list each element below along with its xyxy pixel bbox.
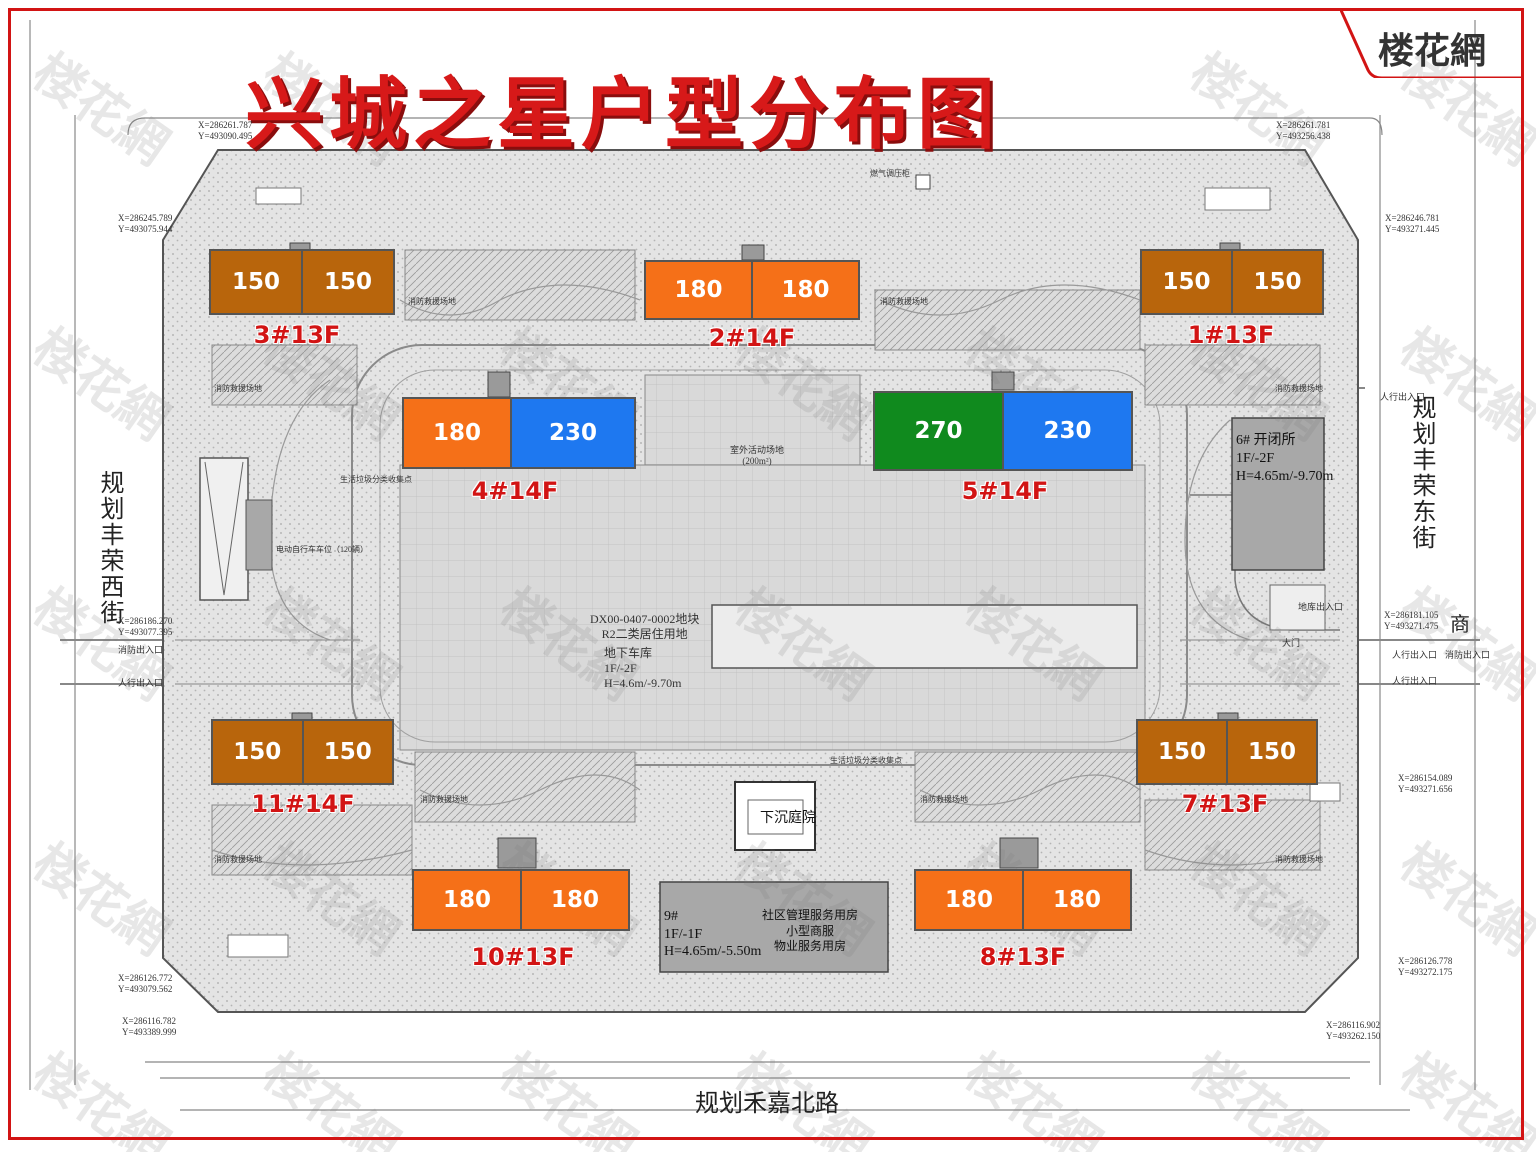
road-east-short: 商: [1450, 614, 1470, 636]
coord-e2: X=286181.105 Y=493271.475: [1384, 610, 1439, 632]
fire-entry-west: 消防出入口: [118, 645, 164, 655]
garbage-point-label: 生活垃圾分类收集点: [340, 475, 412, 484]
building-label: 4#14F: [471, 477, 559, 505]
unit-area: 180: [414, 871, 522, 929]
unit-area: 150: [213, 721, 304, 783]
coord-sw: X=286126.772 Y=493079.562: [118, 973, 173, 995]
unit-area: 150: [211, 251, 303, 313]
unit-area: 270: [875, 393, 1004, 469]
building-label: 11#14F: [251, 790, 355, 818]
fire-site-label: 消防救援场地: [1275, 855, 1323, 864]
unit-area: 180: [646, 262, 753, 318]
building-4[interactable]: 180 230: [402, 397, 636, 469]
gate-label: 大门: [1282, 638, 1301, 648]
garbage-point-label: 生活垃圾分类收集点: [830, 756, 902, 765]
outer-frame: [8, 8, 1524, 1140]
fire-site-label: 消防救援场地: [1275, 384, 1323, 393]
coord-w1: X=286245.789 Y=493075.944: [118, 213, 173, 235]
bike-parking-label: 电动自行车车位（120辆）: [276, 545, 368, 554]
building-1[interactable]: 150 150: [1140, 249, 1324, 315]
building-10[interactable]: 180 180: [412, 869, 630, 931]
building-label: 1#13F: [1187, 321, 1275, 349]
unit-area: 150: [1138, 721, 1228, 783]
ped-entry-east-2: 人行出入口: [1392, 676, 1438, 686]
building-label: 8#13F: [979, 943, 1067, 971]
fire-site-label: 消防救援场地: [880, 297, 928, 306]
building-5[interactable]: 270 230: [873, 391, 1133, 471]
building-9-uses: 社区管理服务用房 小型商服 物业服务用房: [762, 908, 859, 954]
plot-label: DX00-0407-0002地块 R2二类居住用地: [590, 612, 700, 641]
building-9-label: 9# 1F/-1F H=4.65m/-5.50m: [664, 909, 762, 959]
page-title: 兴城之星户型分布图: [245, 70, 1002, 160]
building-7[interactable]: 150 150: [1136, 719, 1318, 785]
fire-rescue-areas: [211, 249, 1321, 876]
road-south: 规划禾嘉北路: [695, 1091, 839, 1117]
ped-entry-east: 人行出入口: [1392, 650, 1438, 660]
fire-site-label: 消防救援场地: [920, 795, 968, 804]
garage-label: 地下车库 1F/-2F H=4.6m/-9.70m: [604, 646, 682, 690]
unit-area: 150: [1228, 721, 1316, 783]
building-8[interactable]: 180 180: [914, 869, 1132, 931]
unit-area: 180: [1024, 871, 1130, 929]
unit-area: 150: [1142, 251, 1233, 313]
building-label: 2#14F: [708, 324, 796, 352]
outer-roads: [29, 20, 1480, 1111]
unit-area: 230: [512, 399, 634, 467]
building-6: [1231, 417, 1325, 571]
garage-strip: [711, 604, 1138, 669]
coord-se: X=286126.778 Y=493272.175: [1398, 956, 1453, 978]
coord-e1: X=286246.781 Y=493271.445: [1385, 213, 1440, 235]
unit-area: 150: [303, 721, 392, 783]
unit-area: 180: [404, 399, 512, 467]
fire-road-ring: [351, 344, 1188, 766]
building-label: 10#13F: [471, 943, 575, 971]
unit-area: 180: [522, 871, 628, 929]
fire-site-label: 消防救援场地: [214, 384, 262, 393]
unit-area: 150: [303, 251, 393, 313]
legend-boxes: [227, 187, 1341, 958]
unit-area: 230: [1004, 393, 1131, 469]
coord-ne: X=286261.781 Y=493256.438: [1276, 120, 1331, 142]
coord-nw: X=286261.787 Y=493090.495: [198, 120, 253, 142]
building-label: 3#13F: [253, 321, 341, 349]
building-9: [659, 881, 889, 973]
coord-sw2: X=286116.782 Y=493389.999: [122, 1016, 177, 1038]
fire-site-label: 消防救援场地: [420, 795, 468, 804]
building-3[interactable]: 150 150: [209, 249, 395, 315]
coord-se2: X=286116.902 Y=493262.150: [1326, 1020, 1381, 1042]
building-label: 7#13F: [1181, 790, 1269, 818]
coord-w2: X=286186.270 Y=493077.395: [118, 616, 173, 638]
fire-site-label: 消防救援场地: [408, 297, 456, 306]
unit-area: 150: [1233, 251, 1322, 313]
fire-entry-east: 消防出入口: [1445, 650, 1491, 660]
brand-logo: 楼花網: [1378, 30, 1487, 72]
building-2[interactable]: 180 180: [644, 260, 860, 320]
road-east: 规划丰荣东街: [1408, 395, 1434, 551]
unit-area: 180: [753, 262, 858, 318]
road-west: 规划丰荣西街: [96, 470, 122, 626]
veh-entry-east: 地库出入口: [1298, 602, 1344, 612]
ped-entry-ne: 人行出入口: [1380, 392, 1426, 402]
building-label: 5#14F: [961, 477, 1049, 505]
sunken-court-label: 下沉庭院: [760, 811, 816, 826]
ped-entry-west: 人行出入口: [118, 678, 164, 688]
activity-label: 室外活动场地 (200m²): [730, 445, 785, 467]
building-11[interactable]: 150 150: [211, 719, 394, 785]
building-cores: [289, 174, 1241, 869]
gas-label: 燃气调压柜: [870, 169, 910, 178]
fire-site-label: 消防救援场地: [214, 855, 262, 864]
coord-e3: X=286154.089 Y=493271.656: [1398, 773, 1453, 795]
building-6-label: 6# 开闭所 1F/-2F H=4.65m/-9.70m: [1236, 433, 1334, 485]
unit-area: 180: [916, 871, 1024, 929]
logo-tab: [1340, 8, 1524, 78]
